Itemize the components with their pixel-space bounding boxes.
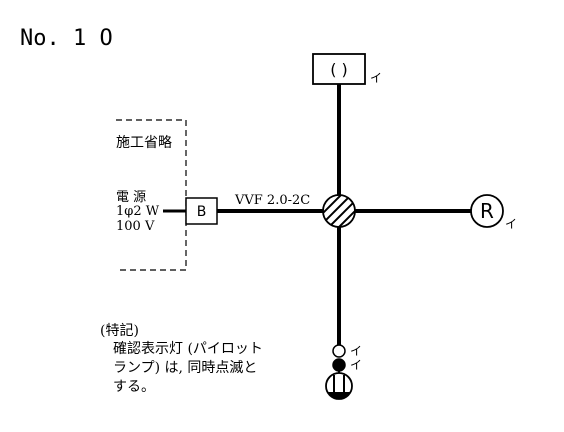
ceiling-light-switch-letter: イ (370, 71, 382, 85)
outlet-symbol (325, 372, 353, 400)
switch-symbol (332, 358, 346, 372)
source-label-2: 1φ2 W (116, 204, 160, 219)
notes-line-3: する。 (113, 379, 155, 395)
notes-line-1: 確認表示灯 (パイロット (113, 341, 263, 357)
source-label-3: 100 V (116, 219, 155, 234)
cable-label: VVF 2.0-2C (234, 193, 310, 208)
omitted-area-boundary (116, 119, 187, 271)
omitted-label: 施工省略 (116, 135, 172, 151)
ceiling-light-label: ( ) (330, 60, 348, 79)
source-label-1: 電 源 (116, 190, 146, 205)
junction-circle-symbol (322, 194, 356, 228)
receptacle-light-switch-letter: イ (505, 217, 517, 231)
notes-line-2: ランプ) は, 同時点滅と (113, 360, 257, 376)
receptacle-light-label: R (480, 199, 494, 223)
ceiling-light-fixture: ( ) (312, 53, 366, 85)
switch-assembly (325, 344, 353, 400)
receptacle-light-fixture: R (470, 194, 504, 228)
pilot-lamp-switch-letter: イ (350, 344, 362, 358)
notes-heading: (特記) (100, 322, 139, 339)
pilot-lamp-symbol (332, 344, 346, 358)
switch-letter: イ (350, 358, 362, 372)
problem-number: No. 1 O (20, 26, 113, 51)
junction-box-label: B (197, 204, 207, 220)
